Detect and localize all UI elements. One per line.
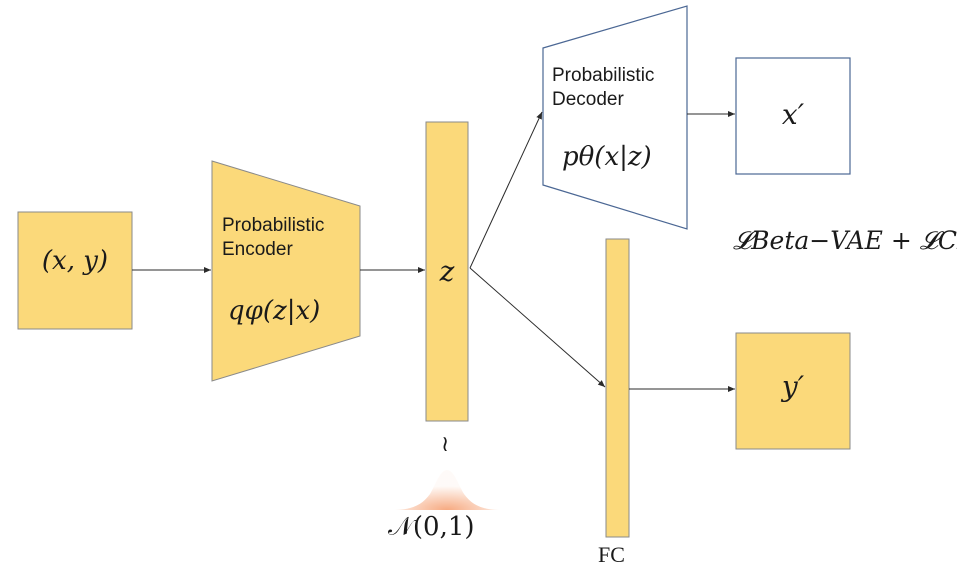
encoder-title-line2: Encoder (222, 239, 293, 260)
decoder-formula: pθ(x|z) (562, 142, 652, 172)
fc-bar (605, 238, 630, 538)
gaussian-curve (392, 470, 502, 510)
fc-label: FC (598, 542, 625, 567)
prior-label: 𝒩(0,1) (388, 512, 475, 542)
encoder-trapezoid (211, 160, 361, 382)
arrow-z-to-decoder (469, 111, 543, 269)
tilde-symbol: ≀ (441, 432, 450, 457)
decoder-title-line1: Probabilistic (552, 65, 655, 86)
latent-bar (425, 121, 469, 422)
x-prime-box (735, 57, 851, 175)
latent-label: z (439, 255, 455, 288)
x-prime-label: x′ (781, 98, 805, 131)
encoder-formula: qφ(z|x) (228, 296, 321, 326)
encoder-title: Probabilistic Encoder (222, 214, 324, 262)
loss-formula: 𝓛Beta−VAE + 𝓛CE (733, 226, 957, 255)
y-prime-label: y′ (781, 370, 805, 403)
decoder-trapezoid (542, 5, 688, 230)
decoder-title: Probabilistic Decoder (552, 64, 654, 112)
arrow-z-to-fc (469, 267, 606, 388)
input-box (17, 211, 133, 330)
encoder-title-line1: Probabilistic (222, 215, 325, 236)
input-label: (x, y) (41, 246, 109, 276)
y-prime-box (735, 332, 851, 450)
decoder-title-line2: Decoder (552, 89, 624, 110)
